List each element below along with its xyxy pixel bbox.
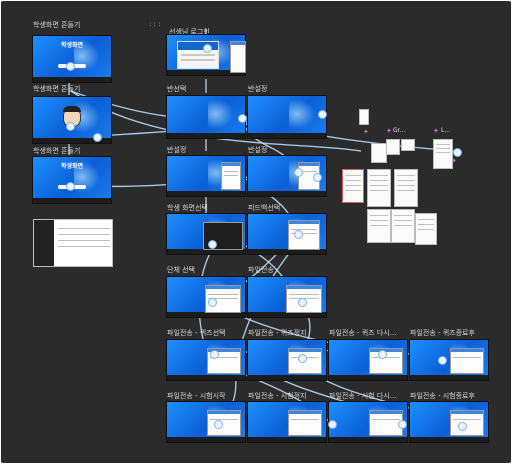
connector-node[interactable] (202, 43, 212, 53)
connector-node[interactable] (297, 297, 307, 307)
class-select-frame[interactable] (167, 96, 245, 138)
student-screen-frame-1[interactable]: 학생화면 (33, 36, 111, 82)
label-student-shake-3: 학생화면 흔들기 (33, 147, 81, 155)
connector-node[interactable] (65, 121, 75, 131)
asset-panel-red[interactable] (342, 169, 364, 203)
label-file-send-exam-start: 파일전송 - 시험시작 (167, 392, 226, 400)
student-list-window[interactable] (33, 219, 113, 267)
label-class-select: 반선택 (167, 85, 187, 93)
label-file-send-quiz-stop: 파일전송 - 퀴즈정지 (248, 329, 307, 337)
connector-node[interactable] (65, 181, 75, 191)
label-class-settings-1: 반설정 (248, 85, 268, 93)
login-dialog[interactable] (177, 41, 219, 69)
connector-node[interactable] (92, 132, 102, 142)
connector-node[interactable] (297, 353, 307, 363)
student-screen-frame-2[interactable] (33, 97, 111, 143)
asset-thumb[interactable] (401, 139, 415, 151)
connector-node[interactable] (452, 147, 462, 157)
label-file-send-exam-stop: 파일전송 - 시험정지 (248, 392, 307, 400)
asset-thumb[interactable] (359, 109, 369, 125)
label-class-settings-2: 반설정 (167, 146, 187, 154)
taskbar (167, 70, 245, 75)
connector-node[interactable] (317, 109, 327, 119)
label-file-send-quiz-end: 파일전송 - 퀴즈종료후 (410, 329, 475, 337)
label-student-shake-1: 학생화면 흔들기 (33, 21, 81, 29)
class-settings-frame-2[interactable] (167, 156, 245, 196)
sparkle-icon: ✦ (433, 127, 439, 135)
asset-panel[interactable] (415, 213, 437, 245)
feedback-popup (288, 220, 320, 250)
label-feedback-select: 피드백선택 (248, 204, 281, 212)
settings-popup (221, 162, 241, 190)
label-side-l: L... (441, 127, 451, 134)
sparkle-icon: ✦ (451, 157, 457, 165)
student-screen-frame-3[interactable]: 학생화면 (33, 157, 111, 203)
connector-node[interactable] (209, 349, 219, 359)
asset-thumb[interactable] (386, 139, 400, 155)
label-file-send: 파일전송 (248, 266, 274, 274)
file-send-frame[interactable] (248, 277, 326, 317)
exam-retry-frame[interactable] (329, 402, 407, 442)
label-file-send-exam-retry: 파일전송 - 시험 다시... (329, 392, 397, 400)
connector-node[interactable] (207, 297, 217, 307)
label-file-send-quiz-select: 파일전송 - 퀴즈선택 (167, 329, 226, 337)
connector-node[interactable] (213, 419, 223, 429)
asset-panel[interactable] (391, 209, 415, 243)
connector-node[interactable] (65, 61, 75, 71)
asset-panel[interactable] (367, 209, 391, 243)
connector-node[interactable] (293, 167, 303, 177)
student-screen-banner: 학생화면 (60, 42, 84, 49)
window-sidebar (34, 220, 54, 266)
label-file-send-quiz-retry: 파일전송 - 퀴즈 다시... (329, 329, 397, 337)
quiz-stop-frame[interactable] (248, 340, 326, 380)
sparkle-icon: ✦ (363, 128, 369, 136)
connector-node[interactable] (293, 229, 303, 239)
quiz-select-frame[interactable] (167, 340, 245, 380)
asset-panel[interactable] (433, 139, 453, 169)
student-screen-banner: 학생화면 (60, 163, 84, 170)
group-select-frame[interactable] (167, 277, 245, 317)
label-class-settings-3: 반설정 (248, 146, 268, 154)
student-screen-select-frame[interactable] (167, 214, 245, 254)
connector-node[interactable] (237, 113, 247, 123)
connector-node[interactable] (377, 349, 387, 359)
connector-node[interactable] (312, 172, 322, 182)
label-dots: : : : (149, 20, 161, 28)
login-popup (230, 41, 246, 73)
label-student-shake-2: 학생화면 흔들기 (33, 85, 81, 93)
taskbar (33, 77, 111, 82)
asset-panel[interactable] (367, 169, 391, 207)
connector-node[interactable] (437, 355, 447, 365)
connector-node[interactable] (327, 419, 337, 429)
quiz-retry-frame[interactable] (329, 340, 407, 380)
connector-node[interactable] (397, 419, 407, 429)
connector-node[interactable] (457, 421, 467, 431)
sparkle-icon: ✦ (386, 127, 392, 135)
label-group-select: 단체 선택 (167, 266, 195, 274)
label-teacher-login: 선생님 로그인 (169, 28, 210, 36)
group-popup (205, 285, 241, 313)
taskbar (33, 198, 111, 203)
class-settings-frame-3[interactable] (248, 156, 326, 196)
class-settings-frame-1[interactable] (248, 96, 326, 138)
taskbar (33, 138, 111, 143)
asset-thumb[interactable] (371, 143, 387, 163)
feedback-select-frame[interactable] (248, 214, 326, 254)
connector-node[interactable] (207, 239, 217, 249)
label-student-screen-select: 학생 화면선택 (167, 204, 208, 212)
label-file-send-exam-end: 파일전송 - 시험종료후 (410, 392, 475, 400)
exam-stop-frame[interactable] (248, 402, 326, 442)
asset-panel[interactable] (394, 169, 418, 207)
exam-start-frame[interactable] (167, 402, 245, 442)
quiz-end-frame[interactable] (410, 340, 488, 380)
label-side-gr: Gr... (393, 127, 406, 134)
exam-end-frame[interactable] (410, 402, 488, 442)
